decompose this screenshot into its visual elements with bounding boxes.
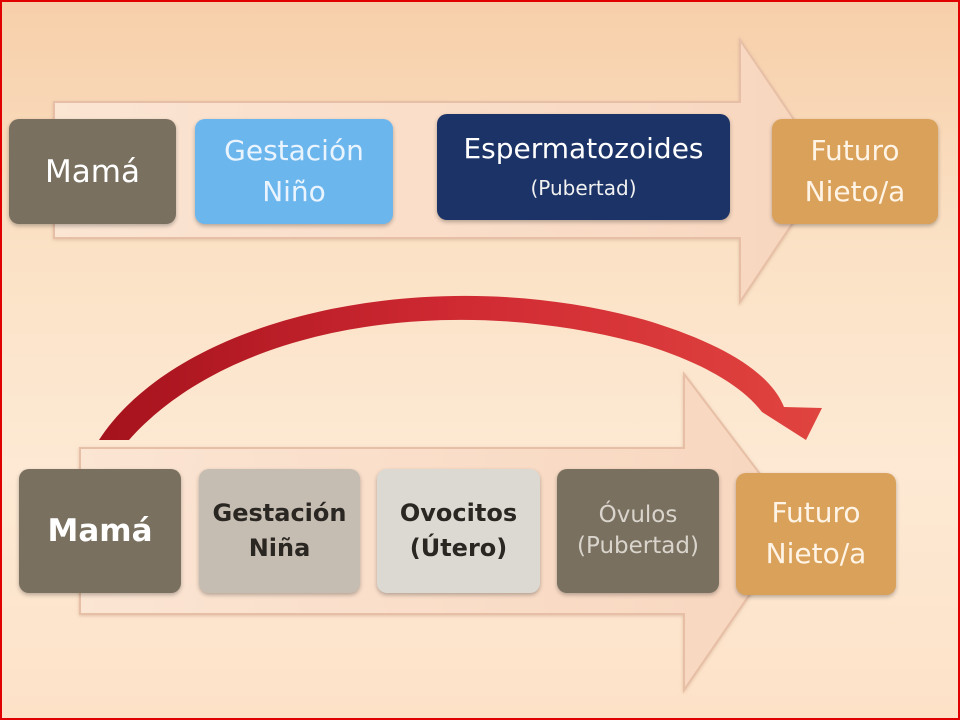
bottom-mama-box: Mamá [19, 469, 181, 593]
bottom-ovulos-line2: (Pubertad) [577, 533, 699, 559]
top-mama-box: Mamá [9, 119, 176, 224]
top-espermatozoides-line1: Espermatozoides [463, 132, 704, 165]
bottom-gestacion-line2: Niña [248, 534, 311, 562]
top-gestacion-line1: Gestación [224, 133, 364, 167]
bottom-gestacion-box: Gestación Niña [199, 469, 360, 593]
curved-red-arrow [99, 295, 822, 440]
top-futuro-line2: Nieto/a [804, 174, 906, 208]
top-gestacion-box: Gestación Niño [195, 119, 393, 224]
top-espermatozoides-line2: (Pubertad) [530, 176, 637, 200]
bottom-futuro-line1: Futuro [771, 496, 861, 530]
top-gestacion-line2: Niño [262, 174, 326, 208]
bottom-ovulos-box: Óvulos (Pubertad) [557, 469, 719, 593]
bottom-ovocitos-box: Ovocitos (Útero) [377, 469, 540, 593]
bottom-mama-label: Mamá [47, 513, 153, 549]
top-futuro-line1: Futuro [810, 133, 900, 167]
top-futuro-box: Futuro Nieto/a [772, 119, 938, 224]
bottom-ovocitos-line1: Ovocitos [399, 499, 518, 528]
bottom-gestacion-line1: Gestación [212, 499, 347, 528]
top-mama-label: Mamá [45, 153, 140, 190]
top-espermatozoides-box: Espermatozoides (Pubertad) [437, 114, 730, 220]
bottom-ovocitos-line2: (Útero) [409, 534, 508, 562]
bottom-futuro-line2: Nieto/a [765, 537, 867, 570]
bottom-ovulos-line1: Óvulos [598, 501, 678, 528]
bottom-futuro-box: Futuro Nieto/a [736, 473, 896, 595]
